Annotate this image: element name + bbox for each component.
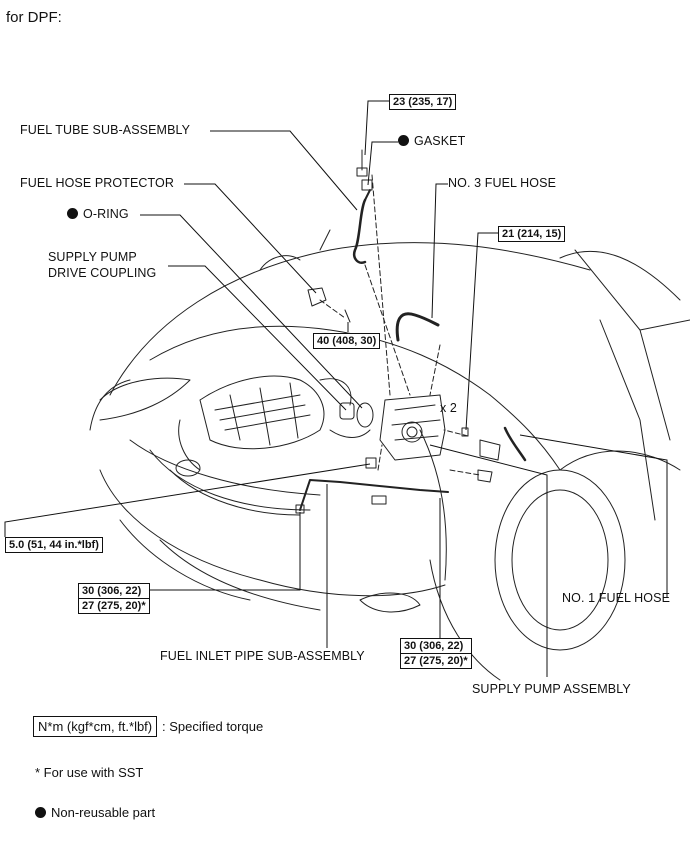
label-coupling-line1: SUPPLY PUMP xyxy=(48,250,137,264)
torque-label-30-right-b: 27 (275, 20)* xyxy=(401,653,471,668)
fuel-tube xyxy=(353,198,367,264)
hood-outline xyxy=(109,242,591,396)
windshield xyxy=(559,250,681,301)
leader-no3 xyxy=(431,183,448,319)
legend-non-reusable: Non-reusable part xyxy=(35,805,155,820)
leader-fuel-tube xyxy=(210,130,358,211)
leader-30-left xyxy=(145,512,301,591)
legend-sst-note: * For use with SST xyxy=(35,765,144,780)
supply-pump xyxy=(379,394,446,461)
no3-fuel-hose xyxy=(395,312,440,342)
leader-gasket xyxy=(367,141,398,186)
gasket-part xyxy=(361,179,373,191)
label-gasket-text: GASKET xyxy=(414,134,466,148)
front-bumper xyxy=(99,469,446,597)
torque-label-40: 40 (408, 30) xyxy=(313,333,381,349)
headlight xyxy=(99,377,191,421)
leader-5 xyxy=(4,463,371,537)
engine-cover xyxy=(199,375,325,450)
front-wheel xyxy=(494,469,626,651)
grille xyxy=(149,449,311,511)
leader-no1 xyxy=(519,434,668,598)
leader-21 xyxy=(465,232,498,431)
torque-label-30-right-a: 30 (306, 22) xyxy=(404,640,464,652)
label-o-ring: O-RING xyxy=(67,207,129,222)
label-supply-pump: SUPPLY PUMP ASSEMBLY xyxy=(472,682,631,696)
label-no3-fuel-hose: NO. 3 FUEL HOSE xyxy=(448,176,557,190)
fuel-inlet-pipe xyxy=(299,479,449,511)
label-fuel-inlet-pipe: FUEL INLET PIPE SUB-ASSEMBLY xyxy=(160,649,365,663)
bolt-23 xyxy=(356,149,368,177)
legend-non-reusable-text: Non-reusable part xyxy=(51,805,156,820)
o-ring-part xyxy=(356,402,374,428)
label-o-ring-text: O-RING xyxy=(83,207,129,221)
legend-torque-desc: : Specified torque xyxy=(162,719,264,734)
leader-coupling xyxy=(168,265,347,411)
non-reusable-dot-icon xyxy=(35,807,46,818)
legend-torque-unit: N*m (kgf*cm, ft.*lbf) xyxy=(33,716,158,737)
label-fuel-hose-protector: FUEL HOSE PROTECTOR xyxy=(20,176,175,190)
torque-label-30-right: 30 (306, 22) 27 (275, 20)* xyxy=(400,638,472,669)
torque-label-30-left: 30 (306, 22) 27 (275, 20)* xyxy=(78,583,150,614)
leader-23 xyxy=(364,100,390,156)
label-x2: x 2 xyxy=(440,401,457,415)
torque-label-21: 21 (214, 15) xyxy=(498,226,566,242)
drive-coupling-part xyxy=(339,402,355,420)
emblem xyxy=(175,459,201,477)
right-fender xyxy=(489,394,681,471)
label-no1-fuel-hose: NO. 1 FUEL HOSE xyxy=(562,591,671,605)
label-gasket: GASKET xyxy=(398,134,465,149)
hose-protector-part xyxy=(307,287,327,307)
leader-hose-protector xyxy=(184,183,317,294)
label-coupling-line2: DRIVE COUPLING xyxy=(48,266,157,280)
leader-o-ring xyxy=(140,214,363,409)
torque-label-5: 5.0 (51, 44 in.*lbf) xyxy=(5,537,103,553)
torque-label-30-left-a: 30 (306, 22) xyxy=(82,585,142,597)
non-reusable-dot-icon xyxy=(67,208,78,219)
page-title: for DPF: xyxy=(6,9,62,26)
label-fuel-tube: FUEL TUBE SUB-ASSEMBLY xyxy=(20,123,191,137)
no1-fuel-hose xyxy=(503,426,527,462)
bolt-40 xyxy=(344,309,351,323)
non-reusable-dot-icon xyxy=(398,135,409,146)
torque-label-23: 23 (235, 17) xyxy=(389,94,457,110)
leader-supply-pump xyxy=(429,444,548,677)
torque-label-30-left-b: 27 (275, 20)* xyxy=(79,598,149,613)
